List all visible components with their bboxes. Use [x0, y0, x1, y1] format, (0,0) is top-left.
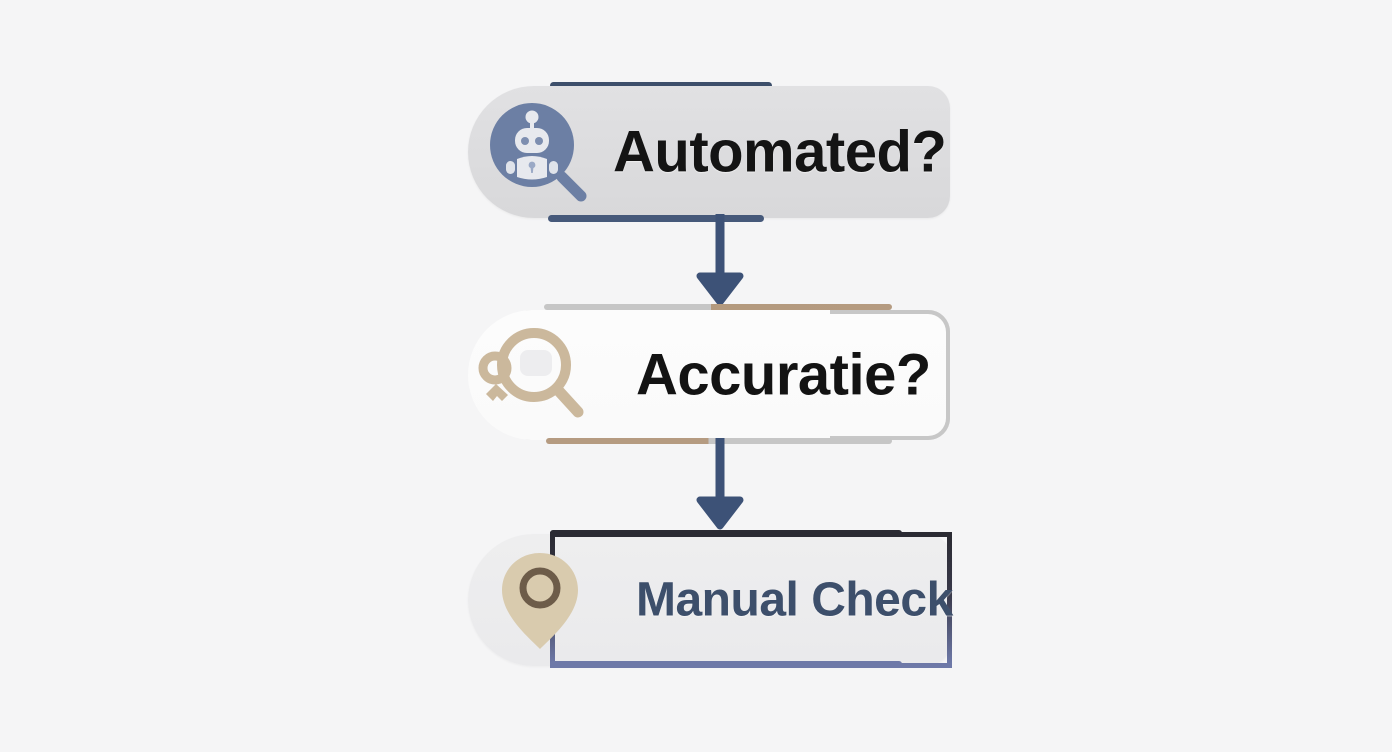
flow-node-manual-check-label: Manual Check: [636, 573, 953, 627]
flow-node-automated-label: Automated?: [613, 119, 947, 185]
flow-edge-accuratie-to-manual: [696, 438, 744, 530]
node-manual-bottom-accent-bar: [550, 661, 902, 667]
flow-node-automated[interactable]: Automated?: [468, 86, 950, 218]
node-automated-bottom-accent-bar: [548, 215, 764, 222]
flow-node-accuratie-label: Accuratie?: [636, 342, 931, 408]
flow-node-manual-check[interactable]: Manual Check: [468, 532, 953, 668]
flow-node-accuratie[interactable]: Accuratie?: [468, 310, 950, 440]
node-automated-top-accent-bar: [550, 82, 772, 89]
node-accuratie-top-accent-bar: [544, 304, 892, 310]
flow-edge-automated-to-accuratie: [696, 214, 744, 306]
magnifier-key-icon: [472, 320, 598, 430]
location-pin-icon: [490, 545, 590, 655]
robot-magnifier-icon: [482, 97, 592, 207]
